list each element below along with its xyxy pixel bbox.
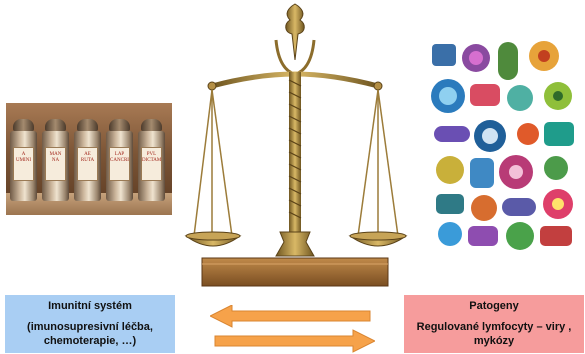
jar-label-line: RUTA <box>78 158 97 164</box>
jar-label-line: CANCRI <box>110 158 129 164</box>
arrows <box>210 305 375 353</box>
jar-label: PVL DICTAMN <box>141 147 162 181</box>
jar: MAN NA <box>42 131 69 201</box>
jar-label-line: NA <box>46 158 65 164</box>
balance-scale-icon <box>180 0 410 290</box>
jar-label: MAN NA <box>45 147 66 181</box>
pathogens-box: Patogeny Regulované lymfocyty – viry , m… <box>404 295 584 353</box>
jar: A UMINI <box>10 131 37 201</box>
jar: PVL DICTAMN <box>138 131 165 201</box>
arrow-left-icon <box>210 305 370 327</box>
jar-label: AE RUTA <box>77 147 98 181</box>
immune-system-title: Imunitní systém <box>48 300 132 312</box>
immune-system-box: Imunitní systém (imunosupresivní léčba, … <box>5 295 175 353</box>
jar: LAP CANCRI <box>106 131 133 201</box>
immune-system-line: chemoterapie, …) <box>44 334 136 348</box>
jar-label: A UMINI <box>13 147 34 181</box>
jar: AE RUTA <box>74 131 101 201</box>
apothecary-jars-photo: A UMINI MAN NA AE RUTA LAP CANCRI PVL DI… <box>6 103 172 215</box>
arrow-right-icon <box>215 330 375 352</box>
jar-label: LAP CANCRI <box>109 147 130 181</box>
pathogens-illustration <box>428 38 580 256</box>
jar-label-line: UMINI <box>14 158 33 164</box>
jar-label-line: DICTAMN <box>142 158 161 164</box>
immune-system-line: (imunosupresivní léčba, <box>27 320 153 334</box>
pathogens-line: Regulované lymfocyty – viry , <box>417 320 572 334</box>
pathogens-line: mykózy <box>474 334 514 348</box>
pathogens-title: Patogeny <box>469 300 519 312</box>
